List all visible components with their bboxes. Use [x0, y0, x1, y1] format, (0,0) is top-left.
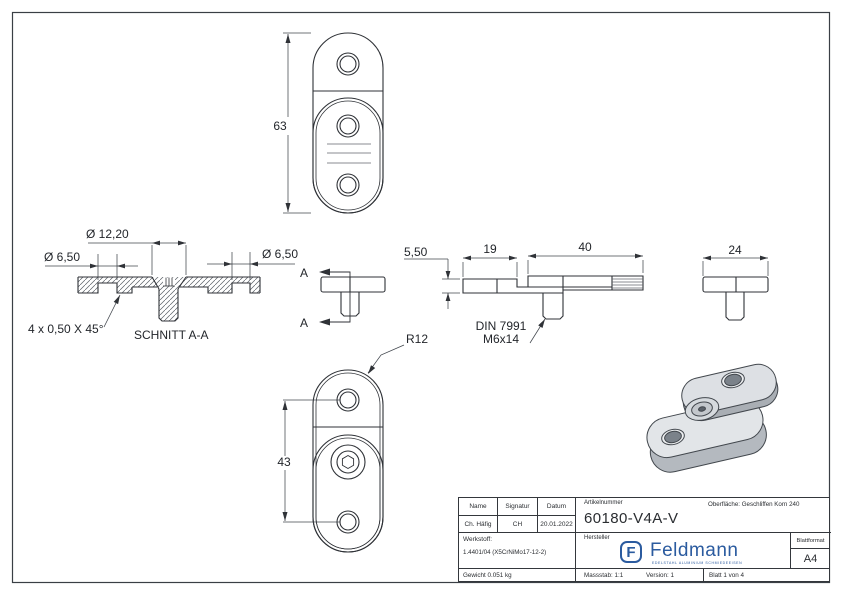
- bottom-view-dims: [282, 344, 405, 523]
- chamfer-note: 4 x 0,50 X 45°: [28, 322, 104, 336]
- feldmann-logo-icon: F: [620, 541, 642, 563]
- dim-hole-dia-left: Ø 6,50: [44, 250, 80, 264]
- iso-center-boss: [684, 397, 720, 421]
- section-view: [77, 276, 261, 322]
- material-cell: Werkstoff: 1.4401/04 (X5CrNiMo17-12-2): [459, 533, 576, 569]
- material-value: 1.4401/04 (X5CrNiMo17-12-2): [463, 549, 547, 556]
- section-dims: [45, 240, 295, 328]
- title-block-date-label: Datum: [538, 498, 576, 516]
- dim-countersink-dia: Ø 12,20: [86, 227, 129, 241]
- end-view: [702, 276, 769, 321]
- title-block: Name Signatur Datum Ch. Häfig CH 20.01.2…: [458, 497, 831, 582]
- isometric-view: [646, 363, 779, 473]
- top-view-dim-63: [283, 32, 311, 214]
- screw-note-line2: M6x14: [483, 332, 519, 346]
- title-block-name-value: Ch. Häfig: [459, 516, 498, 533]
- brand-tagline: EDELSTAHL ALUMINIUM SCHMIEDEEISEN: [652, 561, 743, 565]
- title-block-name-label: Name: [459, 498, 498, 516]
- side-view: [320, 276, 386, 317]
- dim-hole-distance-43: 43: [277, 455, 291, 469]
- dim-offset-19: 19: [483, 242, 497, 256]
- section-cut-line: [319, 268, 351, 326]
- title-block-date-value: 20.01.2022: [538, 516, 576, 533]
- grip-slot-lines: [327, 143, 371, 164]
- scale-value: Massstab: 1:1: [584, 572, 624, 579]
- end-view-dims: [702, 255, 769, 276]
- dim-length-63: 63: [273, 119, 287, 133]
- material-label: Werkstoff:: [463, 536, 493, 543]
- cut-label-bottom: A: [300, 316, 308, 330]
- version-value: Version: 1: [646, 572, 675, 579]
- surface-value: Geschliffen Korn 240: [741, 501, 800, 508]
- title-block-signature-label: Signatur: [498, 498, 538, 516]
- screw-socket: [163, 277, 175, 287]
- screw-note-line1: DIN 7991: [476, 319, 527, 333]
- top-view: [312, 32, 384, 214]
- sheet-border: [11, 11, 831, 584]
- article-number-label: Artikelnummer: [584, 500, 623, 506]
- rear-view: [462, 275, 644, 320]
- bottom-view: [312, 369, 384, 553]
- surface-spec: Oberfläche: Geschliffen Korn 240: [708, 501, 799, 508]
- weight-value: Gewicht 0.051 kg: [459, 569, 576, 582]
- sheet-number-value: Blatt 1 von 4: [709, 572, 745, 579]
- scale-cell: Massstab: 1:1 Version: 1: [576, 569, 704, 582]
- format-value: A4: [791, 549, 830, 569]
- radius-note-r12: R12: [406, 332, 428, 346]
- dim-thickness-550: 5,50: [404, 245, 428, 259]
- article-cell: Artikelnummer 60180-V4A-V Oberfläche: Ge…: [576, 498, 831, 533]
- section-title: SCHNITT A-A: [134, 328, 208, 342]
- title-block-signature-value: CH: [498, 516, 538, 533]
- manufacturer-label: Hersteller: [584, 535, 610, 541]
- dim-hole-dia-right: Ø 6,50: [262, 247, 298, 261]
- dim-length-40: 40: [578, 240, 592, 254]
- manufacturer-cell: Hersteller F Feldmann EDELSTAHL ALUMINIU…: [576, 533, 791, 569]
- cut-label-top: A: [300, 266, 308, 280]
- article-number-value: 60180-V4A-V: [584, 510, 679, 527]
- iso-hole-upper: [721, 371, 745, 389]
- dim-width-24: 24: [728, 243, 742, 257]
- surface-label: Oberfläche:: [708, 501, 740, 508]
- brand-name: Feldmann: [650, 540, 739, 561]
- iso-hole-left: [661, 428, 685, 446]
- format-label: Blattformat: [791, 533, 830, 549]
- rear-view-dims: [404, 253, 644, 344]
